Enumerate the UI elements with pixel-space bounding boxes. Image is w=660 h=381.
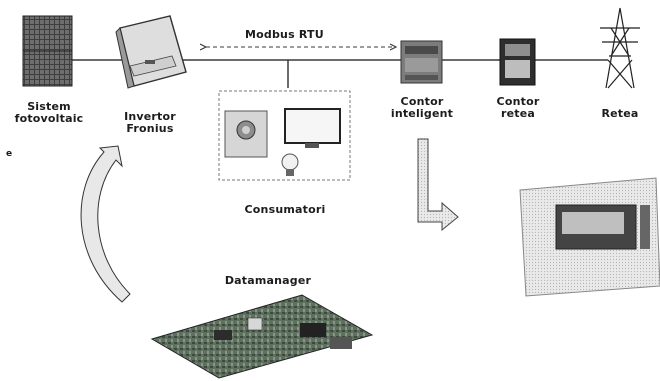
pv-system-label: Sistem fotovoltaic [14,101,84,125]
grid-meter-label: Contor retea [488,96,548,120]
thermostat-image [224,110,268,158]
smart-meter-label-line2: inteligent [390,107,454,120]
datamanager-board-image [150,294,374,379]
consumers-label: Consumatori [244,203,326,216]
inverter-image [115,15,187,89]
pv-system-label-line2: fotovoltaic [14,112,84,125]
consumers-group-box [218,90,351,181]
smart-meter-label: Contor inteligent [387,96,457,120]
meter-cabinet-image [519,177,660,297]
grid-label: Retea [601,107,639,120]
stray-mark: e [6,149,13,159]
smart-meter-label-line1: Contor [400,95,444,108]
smart-meter-down-arrow [417,138,459,232]
light-bulb-image [281,153,299,176]
inverter-label: Invertor Fronius [120,111,180,135]
datamanager-label: Datamanager [224,274,312,287]
inverter-label-line1: Invertor [124,110,176,123]
grid-meter-image [499,38,536,86]
grid-meter-label-line1: Contor [496,95,540,108]
inverter-to-datamanager-arrow [80,145,131,303]
inverter-label-line2: Fronius [126,122,174,135]
grid-tower-image [600,7,640,89]
grid-meter-label-line2: retea [500,107,536,120]
pv-system-label-line1: Sistem [27,100,71,113]
smart-meter-image [400,40,443,84]
modbus-rtu-label: Modbus RTU [245,28,324,41]
monitor-image [284,108,341,148]
pv-panel-image [22,15,73,87]
